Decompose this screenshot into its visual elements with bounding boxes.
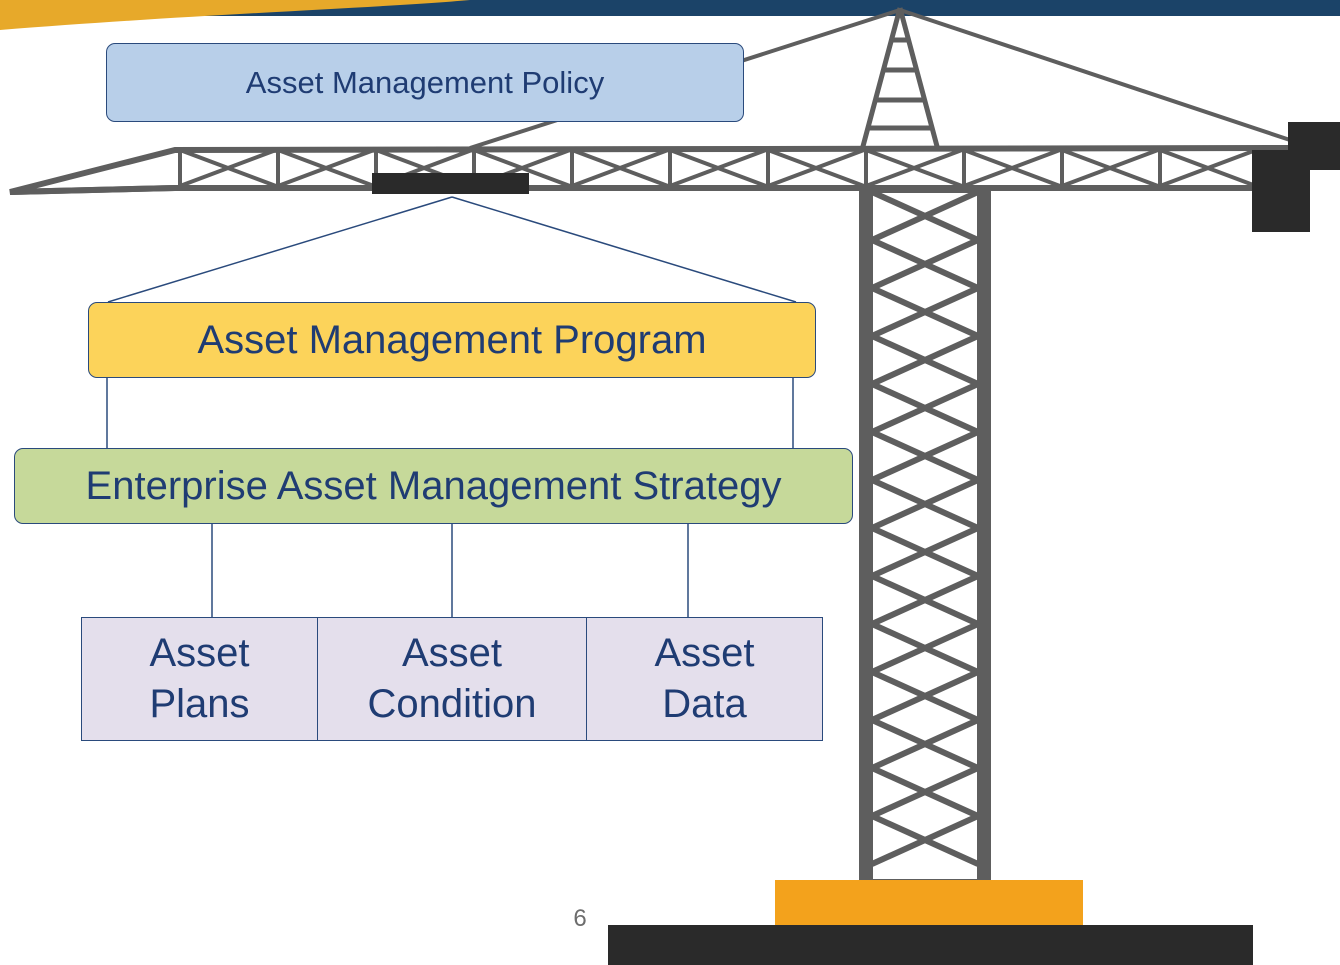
asset-data-line2: Data — [662, 682, 747, 726]
crane-mast — [859, 179, 991, 893]
asset-data-box: Asset Data — [586, 617, 823, 741]
mast-brace — [870, 669, 980, 723]
asset-condition-line2: Condition — [367, 682, 537, 726]
mast-brace — [870, 285, 980, 339]
jib-brace — [571, 148, 669, 188]
header-band — [0, 0, 1340, 30]
page-number: 6 — [573, 905, 587, 932]
asset-condition-line1: Asset — [401, 631, 503, 675]
jib-brace — [179, 148, 277, 188]
jib-brace — [865, 148, 963, 188]
mast-brace — [870, 621, 980, 675]
jib-brace — [963, 148, 1061, 188]
mast-brace — [870, 765, 980, 819]
jib-brace — [767, 148, 865, 188]
crane-jib — [9, 144, 1293, 195]
mast-brace — [870, 237, 980, 291]
jib-brace — [1061, 148, 1159, 188]
mast-brace — [870, 525, 980, 579]
enterprise-strategy-box: Enterprise Asset Management Strategy — [14, 448, 853, 524]
asset-management-program-box: Asset Management Program — [88, 302, 816, 378]
asset-plans-line1: Asset — [149, 631, 250, 675]
crane-counterweight-block — [1252, 122, 1340, 232]
mast-brace — [870, 813, 980, 867]
asset-management-policy-box: Asset Management Policy — [106, 43, 744, 122]
mast-brace — [870, 189, 980, 243]
crane-base-foundation — [608, 925, 1253, 965]
asset-data-line1: Asset — [654, 631, 755, 675]
mast-brace — [870, 333, 980, 387]
asset-plans-line2: Plans — [149, 682, 250, 726]
jib-brace — [669, 148, 767, 188]
asset-condition-box: Asset Condition — [317, 617, 587, 741]
asset-plans-box: Asset Plans — [81, 617, 318, 741]
jib-brace — [1159, 148, 1257, 188]
crane-base-orange — [775, 880, 1083, 926]
strategy-label: Enterprise Asset Management Strategy — [85, 463, 782, 508]
jib-brace — [277, 148, 375, 188]
mast-brace — [870, 477, 980, 531]
mast-brace — [870, 717, 980, 771]
hoist-lines — [106, 196, 797, 626]
crane-trolley — [372, 173, 529, 194]
mast-brace — [870, 381, 980, 435]
mast-brace — [870, 429, 980, 483]
mast-brace — [870, 573, 980, 627]
program-label: Asset Management Program — [197, 317, 707, 362]
policy-label: Asset Management Policy — [245, 64, 605, 100]
crane-top-tower — [859, 7, 941, 151]
